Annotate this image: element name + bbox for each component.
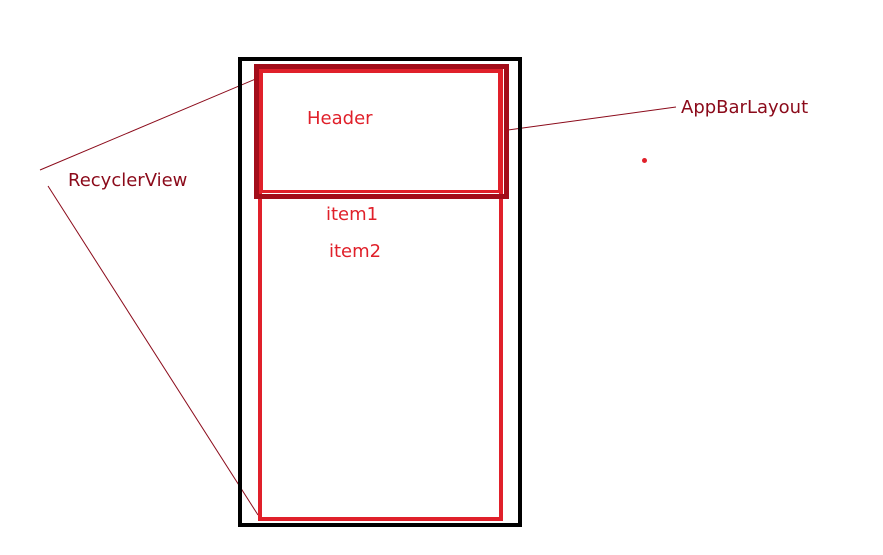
header-box — [260, 70, 501, 193]
item2-label: item2 — [329, 241, 382, 262]
phone-frame — [238, 57, 522, 527]
recyclerview-pointer-line-top — [39, 77, 259, 171]
header-label: Header — [307, 108, 373, 129]
recyclerview-pointer-line-bottom — [47, 185, 259, 516]
recyclerview-label: RecyclerView — [68, 170, 188, 191]
appbarlayout-pointer-line — [507, 106, 677, 131]
appbarlayout-box — [254, 64, 509, 199]
item1-label: item1 — [326, 204, 379, 225]
appbarlayout-label: AppBarLayout — [681, 97, 809, 118]
stray-dot — [642, 158, 647, 163]
